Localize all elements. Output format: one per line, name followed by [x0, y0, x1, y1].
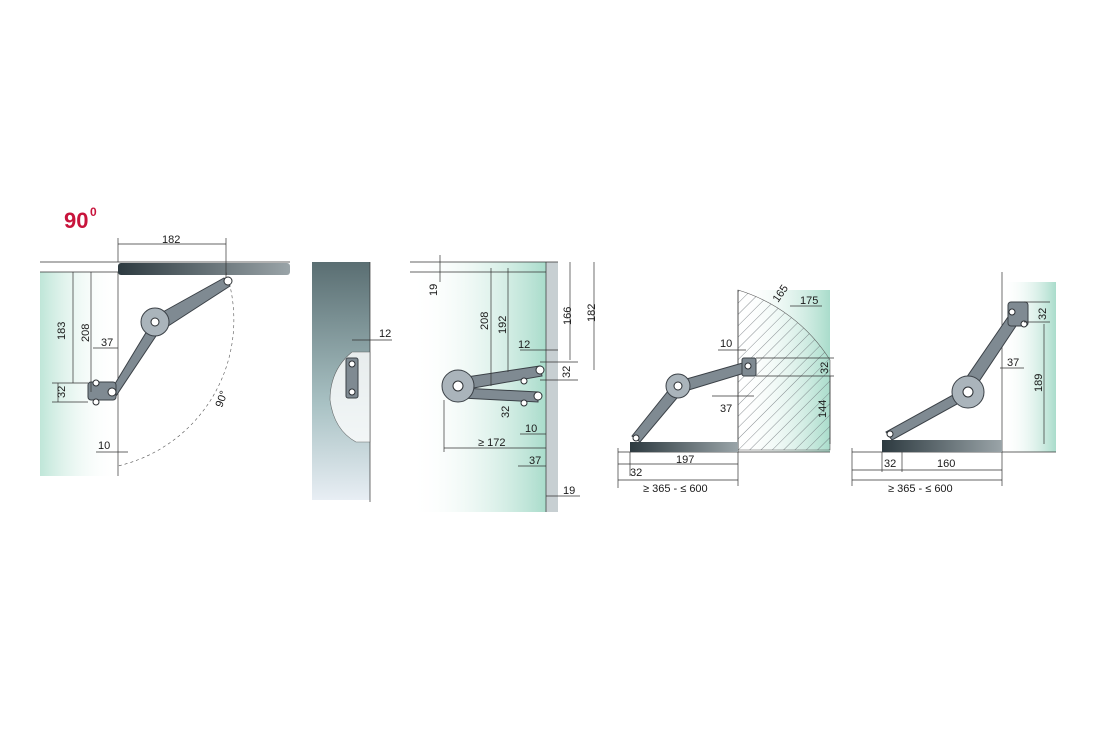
- svg-text:32: 32: [1037, 308, 1049, 320]
- view-5-open-alt: 32 37 189 32 160 ≥ 365 - ≤ 600: [851, 272, 1056, 495]
- svg-text:32: 32: [56, 386, 68, 398]
- cabinet-side-panel: [40, 272, 118, 476]
- svg-text:37: 37: [1007, 357, 1019, 369]
- svg-text:182: 182: [162, 234, 180, 246]
- svg-text:208: 208: [80, 324, 92, 342]
- svg-text:208: 208: [479, 312, 491, 330]
- svg-text:19: 19: [428, 284, 440, 296]
- door-bottom-v5: [882, 440, 1002, 452]
- svg-text:144: 144: [817, 400, 829, 418]
- svg-text:166: 166: [562, 307, 574, 325]
- svg-text:37: 37: [101, 337, 113, 349]
- svg-text:32: 32: [630, 467, 642, 479]
- svg-text:183: 183: [56, 322, 68, 340]
- view-1-open-90: 90° 182 183 208 37 32 10: [40, 234, 290, 476]
- svg-text:182: 182: [586, 304, 598, 322]
- svg-text:37: 37: [529, 455, 541, 467]
- svg-text:12: 12: [518, 339, 530, 351]
- svg-text:10: 10: [525, 423, 537, 435]
- hatched-swing-area: [737, 289, 831, 451]
- svg-text:37: 37: [720, 403, 732, 415]
- door-bottom: [630, 442, 738, 452]
- svg-text:10: 10: [98, 440, 110, 452]
- lift-door-top: [118, 263, 290, 275]
- svg-text:175: 175: [800, 295, 818, 307]
- svg-text:32: 32: [884, 458, 896, 470]
- title-angle: 90: [64, 208, 88, 233]
- svg-text:189: 189: [1033, 374, 1045, 392]
- svg-text:≥ 365 - ≤ 600: ≥ 365 - ≤ 600: [888, 483, 953, 495]
- svg-text:192: 192: [497, 316, 509, 334]
- svg-text:32: 32: [500, 406, 512, 418]
- svg-text:19: 19: [563, 485, 575, 497]
- svg-text:≥ 365 - ≤ 600: ≥ 365 - ≤ 600: [643, 483, 708, 495]
- door-edge: [546, 262, 558, 512]
- view-4-swing-clearance: 165 175 10 32 37 144 197 32 ≥ 365 - ≤ 60…: [617, 283, 834, 495]
- swing-arc: [117, 271, 235, 467]
- svg-text:≥ 172: ≥ 172: [478, 437, 505, 449]
- svg-text:160: 160: [937, 458, 955, 470]
- view-3-closed-front: 19 208 192 166 182 12 32 32 10 ≥ 172 37 …: [410, 255, 598, 512]
- svg-text:32: 32: [819, 362, 831, 374]
- svg-text:10: 10: [720, 338, 732, 350]
- svg-text:197: 197: [676, 454, 694, 466]
- svg-text:32: 32: [561, 366, 573, 378]
- svg-text:12: 12: [379, 328, 391, 340]
- view-2-closed-side: 12: [312, 262, 392, 502]
- svg-text:90°: 90°: [214, 389, 231, 409]
- title-superscript: 0: [90, 205, 97, 219]
